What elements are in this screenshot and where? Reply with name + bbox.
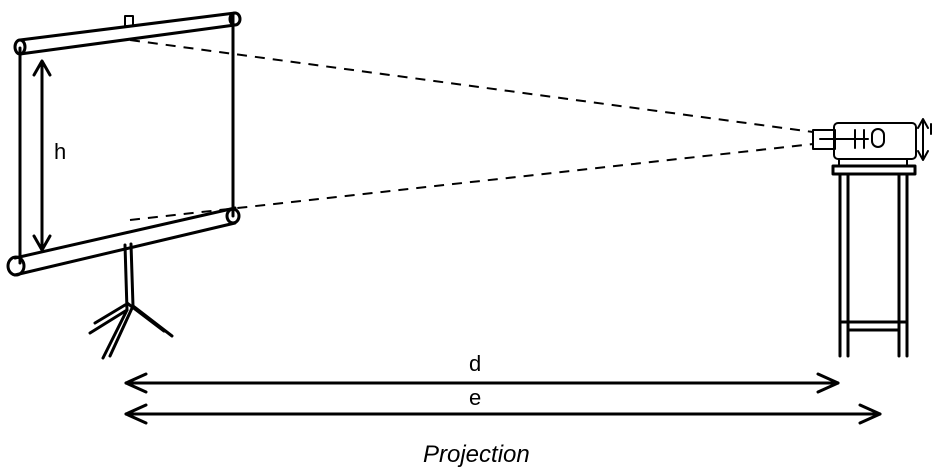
projector-stand [831,164,917,358]
projector-body [833,122,917,160]
projector-lamp [871,128,885,148]
distance-e-label: e [469,385,481,410]
screen-height-label: h [54,139,66,164]
diagram-caption: Projection [423,441,530,468]
slide-projector [812,122,917,167]
stand-top [831,164,917,176]
lower-projection-ray [129,143,814,221]
distance-e-arrow [124,403,882,425]
projection-screen [6,11,242,360]
screen-height-arrow [32,59,52,252]
screen-tripod-stand [88,242,174,360]
screen-top-roller [13,11,242,56]
distance-d-arrow [124,372,840,394]
projector-height-arrow [917,118,932,161]
upper-projection-ray [129,39,814,133]
distance-d-label: d [469,351,481,376]
